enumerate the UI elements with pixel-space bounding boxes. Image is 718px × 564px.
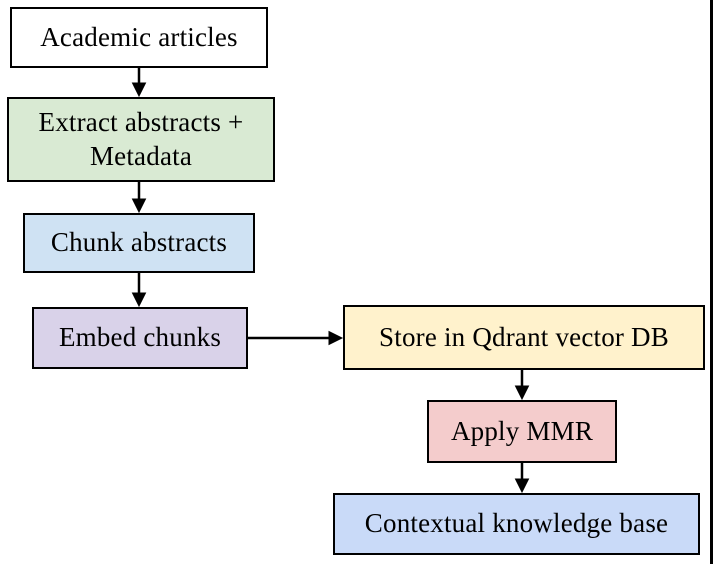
node-academic-articles: Academic articles: [10, 7, 268, 68]
node-label: Store in Qdrant vector DB: [379, 321, 669, 352]
node-extract-abstracts-metadata: Extract abstracts + Metadata: [7, 97, 275, 182]
node-contextual-knowledge-base: Contextual knowledge base: [333, 493, 700, 555]
arrow-embed-to-qdrant: [248, 330, 344, 346]
node-label: Academic articles: [40, 21, 238, 52]
node-label: Chunk abstracts: [50, 227, 228, 258]
arrow-extract-to-chunk: [131, 182, 147, 214]
node-apply-mmr: Apply MMR: [427, 400, 617, 463]
frame-border-right: [710, 0, 713, 564]
node-store-qdrant-vector-db: Store in Qdrant vector DB: [343, 305, 705, 370]
arrow-chunk-to-embed: [131, 273, 147, 308]
arrow-academic-to-extract: [131, 68, 147, 98]
node-chunk-abstracts: Chunk abstracts: [23, 213, 255, 273]
node-label: Contextual knowledge base: [364, 508, 669, 539]
arrow-mmr-to-contextual: [514, 463, 530, 494]
node-label: Apply MMR: [450, 415, 594, 446]
node-label: Extract abstracts + Metadata: [38, 106, 244, 171]
node-embed-chunks: Embed chunks: [32, 307, 248, 369]
node-label: Embed chunks: [58, 322, 222, 353]
arrow-qdrant-to-mmr: [514, 370, 530, 401]
